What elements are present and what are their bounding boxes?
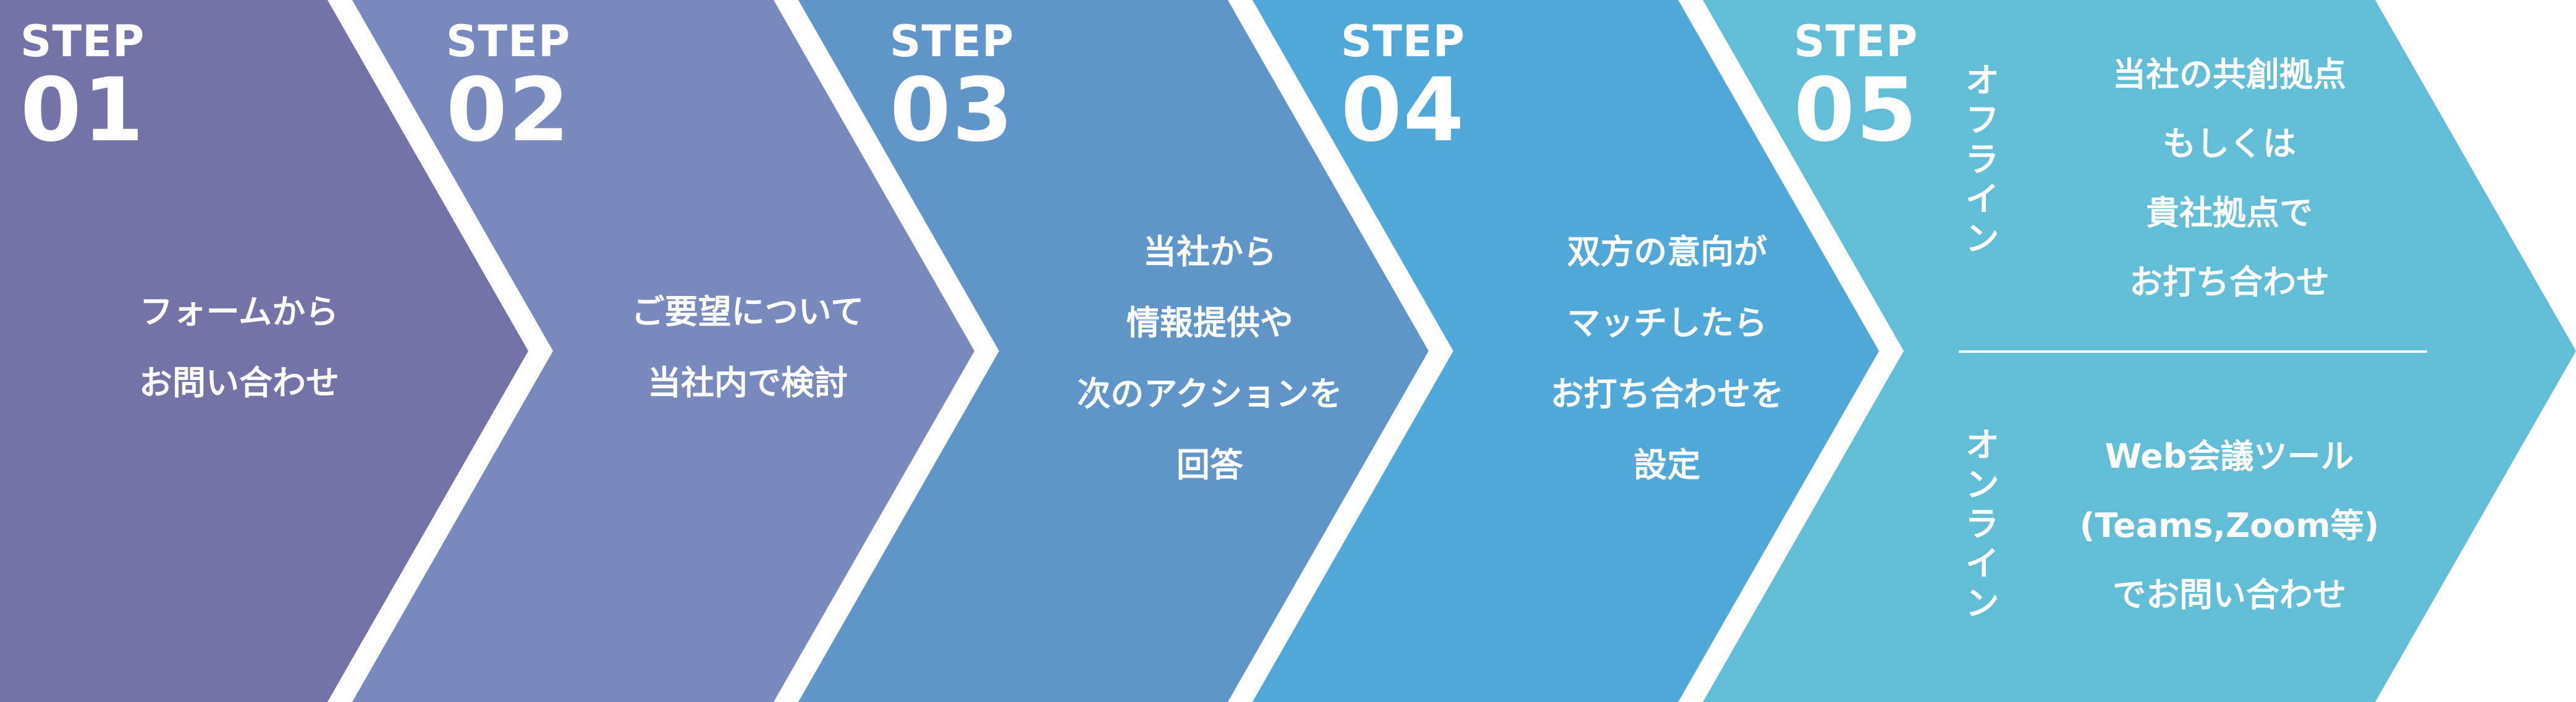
offline-option-description: 当社の共創拠点 もしくは 貴社拠点で お打ち合わせ bbox=[2113, 40, 2346, 317]
step-02-tag: STEP 02 bbox=[446, 20, 571, 154]
offline-option-line: 貴社拠点で bbox=[2146, 193, 2313, 232]
step-02-line: 当社内で検討 bbox=[647, 363, 848, 402]
step-03-line: 次のアクションを bbox=[1077, 374, 1343, 413]
step-02-label: STEP bbox=[446, 16, 571, 67]
online-mode-label: オンライン bbox=[1959, 426, 2000, 624]
step-04-line: 双方の意向が bbox=[1567, 232, 1767, 271]
step-03-line: 当社から bbox=[1143, 232, 1277, 271]
step-03-number: 03 bbox=[890, 59, 1015, 161]
step-04-number: 04 bbox=[1341, 59, 1466, 161]
online-option-description: Web会議ツール (Teams,Zoom等) でお問い合わせ bbox=[2080, 422, 2380, 630]
step-01-arrow bbox=[0, 0, 528, 702]
step-05-label: STEP bbox=[1794, 16, 1919, 67]
step-03-arrow bbox=[798, 0, 1429, 702]
step-05-tag: STEP 05 bbox=[1794, 20, 1919, 154]
online-option-line: Web会議ツール bbox=[2105, 437, 2354, 476]
step-03-label: STEP bbox=[890, 16, 1015, 67]
offline-option-line: 当社の共創拠点 bbox=[2113, 55, 2346, 94]
online-option-line: (Teams,Zoom等) bbox=[2079, 506, 2380, 545]
step-01-number: 01 bbox=[20, 59, 145, 161]
step-05-number: 05 bbox=[1794, 59, 1919, 161]
step-04-line: 設定 bbox=[1634, 446, 1700, 484]
offline-option-line: もしくは bbox=[2163, 124, 2296, 163]
step-04-label: STEP bbox=[1341, 16, 1466, 67]
step-04-tag: STEP 04 bbox=[1341, 20, 1466, 154]
step-03-description: 当社から 情報提供や 次のアクションを 回答 bbox=[1077, 216, 1342, 501]
step-01-label: STEP bbox=[20, 16, 145, 67]
step-02-arrow bbox=[352, 0, 974, 702]
step-01-tag: STEP 01 bbox=[20, 20, 145, 154]
step-04-line: お打ち合わせを bbox=[1550, 374, 1784, 413]
step-04-arrow bbox=[1252, 0, 1879, 702]
offline-mode-label: オフライン bbox=[1959, 62, 2000, 260]
step-03-tag: STEP 03 bbox=[890, 20, 1015, 154]
step-02-description: ご要望について 当社内で検討 bbox=[631, 276, 864, 418]
step-03-line: 情報提供や bbox=[1126, 303, 1293, 342]
step-01-line: フォームから bbox=[139, 292, 339, 331]
step-04-description: 双方の意向が マッチしたら お打ち合わせを 設定 bbox=[1550, 216, 1784, 501]
step-03-line: 回答 bbox=[1176, 446, 1243, 484]
step-02-line: ご要望について bbox=[631, 292, 864, 331]
offline-option-line: お打ち合わせ bbox=[2129, 263, 2329, 302]
step-02-number: 02 bbox=[446, 59, 571, 161]
step-01-line: お問い合わせ bbox=[139, 363, 339, 402]
step-04-line: マッチしたら bbox=[1567, 303, 1767, 342]
online-option-line: でお問い合わせ bbox=[2112, 575, 2346, 614]
step-05-option-divider bbox=[1959, 350, 2427, 353]
step-01-description: フォームから お問い合わせ bbox=[139, 276, 339, 418]
